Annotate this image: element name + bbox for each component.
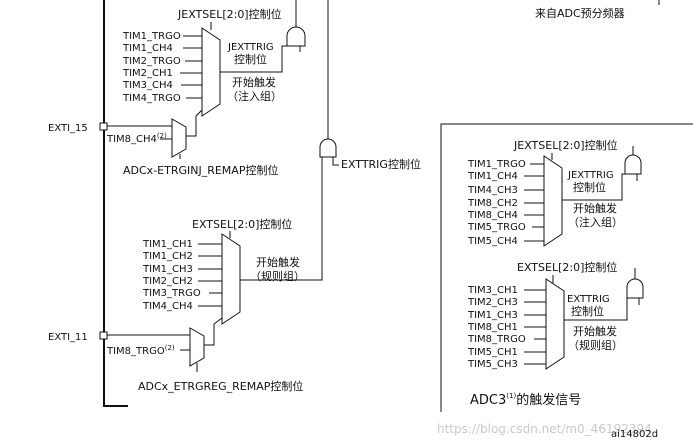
jexttrig-label-1: JEXTTRIG <box>227 42 274 53</box>
injected-remap-mux <box>171 118 187 158</box>
tim8-trgo-sup: (2) <box>165 344 175 352</box>
tim8-ch4-sup: (2) <box>157 132 167 140</box>
reg-input-label: TIM1_CH1 <box>142 239 193 250</box>
inj-input-label: TIM2_TRGO <box>122 56 181 67</box>
adc3-title-sup: (1) <box>506 392 516 400</box>
inj-input-label: TIM3_CH4 <box>122 80 173 91</box>
adc3-reg-input-label: TIM8_TRGO <box>467 334 526 345</box>
exti-15-label: EXTI_15 <box>48 123 88 134</box>
adc3-title-suffix: 的触发信号 <box>516 392 581 408</box>
adc3-inj-input-label: TIM4_CH3 <box>467 185 518 196</box>
adc3-reg-input-label: TIM8_CH1 <box>467 322 518 333</box>
reg-input-label: TIM2_CH2 <box>142 276 193 287</box>
adc3-title: ADC3(1)的触发信号 <box>470 392 581 408</box>
left-adc-block: JEXTSEL[2:0]控制位 TIM1_TRGO TIM1_CH4 TIM2_… <box>48 0 421 407</box>
left-injected-group: JEXTSEL[2:0]控制位 TIM1_TRGO TIM1_CH4 TIM2_… <box>48 0 306 177</box>
adc3-inj-input-label: TIM8_CH4 <box>467 210 518 221</box>
injected-mux <box>201 27 221 117</box>
reg-input-label: TIM4_CH4 <box>142 301 193 312</box>
extsel-control-label: EXTSEL[2:0]控制位 <box>192 217 292 231</box>
reg-input-label: TIM1_CH3 <box>142 264 193 275</box>
adc3-exttrig-label-2: 控制位 <box>571 304 604 318</box>
exttrig-control-line <box>332 157 339 166</box>
left-regular-group: EXTSEL[2:0]控制位 TIM1_CH1 TIM1_CH2 TIM1_CH… <box>48 0 421 393</box>
adc3-inj-input-label: TIM8_CH2 <box>467 198 518 209</box>
exttrig-and-gate <box>319 138 337 158</box>
adc3-extsel-label: EXTSEL[2:0]控制位 <box>517 260 617 274</box>
adc3-reg-input-label: TIM5_CH1 <box>467 347 518 358</box>
adc3-regular-group: EXTSEL[2:0]控制位 TIM3_CH1 TIM2_CH3 TIM1_CH… <box>467 260 644 370</box>
adc-prescaler-label: 来自ADC预分频器 <box>535 6 625 20</box>
adc3-injected-group: JEXTSEL[2:0]控制位 TIM1_TRGO TIM1_CH4 TIM4_… <box>467 138 642 247</box>
adc3-group-label: （注入组） <box>568 215 623 229</box>
reg-input-label: TIM3_TRGO <box>142 288 201 299</box>
injected-and-gate <box>286 26 306 47</box>
figure-id: ai14802d <box>611 429 658 440</box>
adc3-reg-input-label: TIM3_CH1 <box>467 285 518 296</box>
tim8-trgo-label: TIM8_TRGO(2) <box>106 344 175 357</box>
adc3-reg-group-label: （规则组） <box>568 338 623 352</box>
exti-11-label: EXTI_11 <box>48 332 88 343</box>
remap-to-mux-line <box>186 109 203 137</box>
adc3-inj-input-label: TIM1_TRGO <box>467 159 526 170</box>
adc3-exttrig-label-1: EXTTRIG <box>567 294 610 305</box>
adc3-reg-input-label: TIM5_CH3 <box>467 359 518 370</box>
group-label: （规则组） <box>250 269 305 283</box>
group-label: （注入组） <box>227 89 282 103</box>
adc3-jextsel-label: JEXTSEL[2:0]控制位 <box>513 138 618 152</box>
inj-input-label: TIM1_TRGO <box>122 31 181 42</box>
adc3-start-trigger-label: 开始触发 <box>573 201 617 215</box>
adc3-inj-input-label: TIM5_CH4 <box>467 236 518 247</box>
regular-remap-mux <box>189 327 205 367</box>
adc3-block: JEXTSEL[2:0]控制位 TIM1_TRGO TIM1_CH4 TIM4_… <box>440 123 693 412</box>
exti-15-pin <box>99 122 108 131</box>
regular-inputs: TIM1_CH1 TIM1_CH2 TIM1_CH3 TIM2_CH2 TIM3… <box>142 239 222 312</box>
adc3-reg-and-gate <box>626 278 644 299</box>
exti-11-pin <box>99 331 108 340</box>
jexttrig-label-2: 控制位 <box>234 52 267 66</box>
adc3-injected-mux <box>543 155 563 247</box>
adc3-jexttrig-label-2: 控制位 <box>573 180 606 194</box>
start-trigger-label: 开始触发 <box>256 255 300 269</box>
adc3-reg-input-label: TIM1_CH3 <box>467 310 518 321</box>
inj-input-label: TIM4_TRGO <box>122 93 181 104</box>
tim8-ch4-name: TIM8_CH4 <box>106 134 157 145</box>
adc3-title-name: ADC3 <box>470 393 506 408</box>
adc3-reg-input-label: TIM2_CH3 <box>467 297 518 308</box>
regular-mux <box>221 233 241 325</box>
adc3-inj-input-label: TIM1_CH4 <box>467 171 518 182</box>
exttrig-control-label: EXTTRIG控制位 <box>341 157 421 171</box>
adc3-regular-inputs: TIM3_CH1 TIM2_CH3 TIM1_CH3 TIM8_CH1 TIM8… <box>467 285 546 370</box>
start-trigger-label: 开始触发 <box>232 75 276 89</box>
tim8-ch4-label: TIM8_CH4(2) <box>106 132 167 145</box>
adc3-inj-input-label: TIM5_TRGO <box>467 222 526 233</box>
etrginj-remap-label: ADCx-ETRGINJ_REMAP控制位 <box>123 163 278 177</box>
adc3-inj-and-gate <box>624 154 642 175</box>
etrgreg-remap-label: ADCx_ETRGREG_REMAP控制位 <box>138 379 303 393</box>
inj-input-label: TIM2_CH1 <box>122 68 173 79</box>
reg-input-label: TIM1_CH2 <box>142 251 193 262</box>
tim8-trgo-name: TIM8_TRGO <box>106 346 165 357</box>
jextsel-control-label: JEXTSEL[2:0]控制位 <box>177 7 282 21</box>
adc3-frame <box>440 123 693 412</box>
adc3-reg-start-trigger-label: 开始触发 <box>573 324 617 338</box>
adc3-jexttrig-label-1: JEXTTRIG <box>567 170 614 181</box>
reg-remap-to-mux-line <box>204 317 223 346</box>
watermark: https://blog.csdn.net/m0_46192394 <box>437 422 652 436</box>
adc3-injected-inputs: TIM1_TRGO TIM1_CH4 TIM4_CH3 TIM8_CH2 TIM… <box>467 159 544 247</box>
adc3-regular-mux <box>545 278 565 370</box>
injected-inputs: TIM1_TRGO TIM1_CH4 TIM2_TRGO TIM2_CH1 TI… <box>122 31 202 104</box>
regular-mux-output <box>240 156 323 281</box>
inj-input-label: TIM1_CH4 <box>122 43 173 54</box>
